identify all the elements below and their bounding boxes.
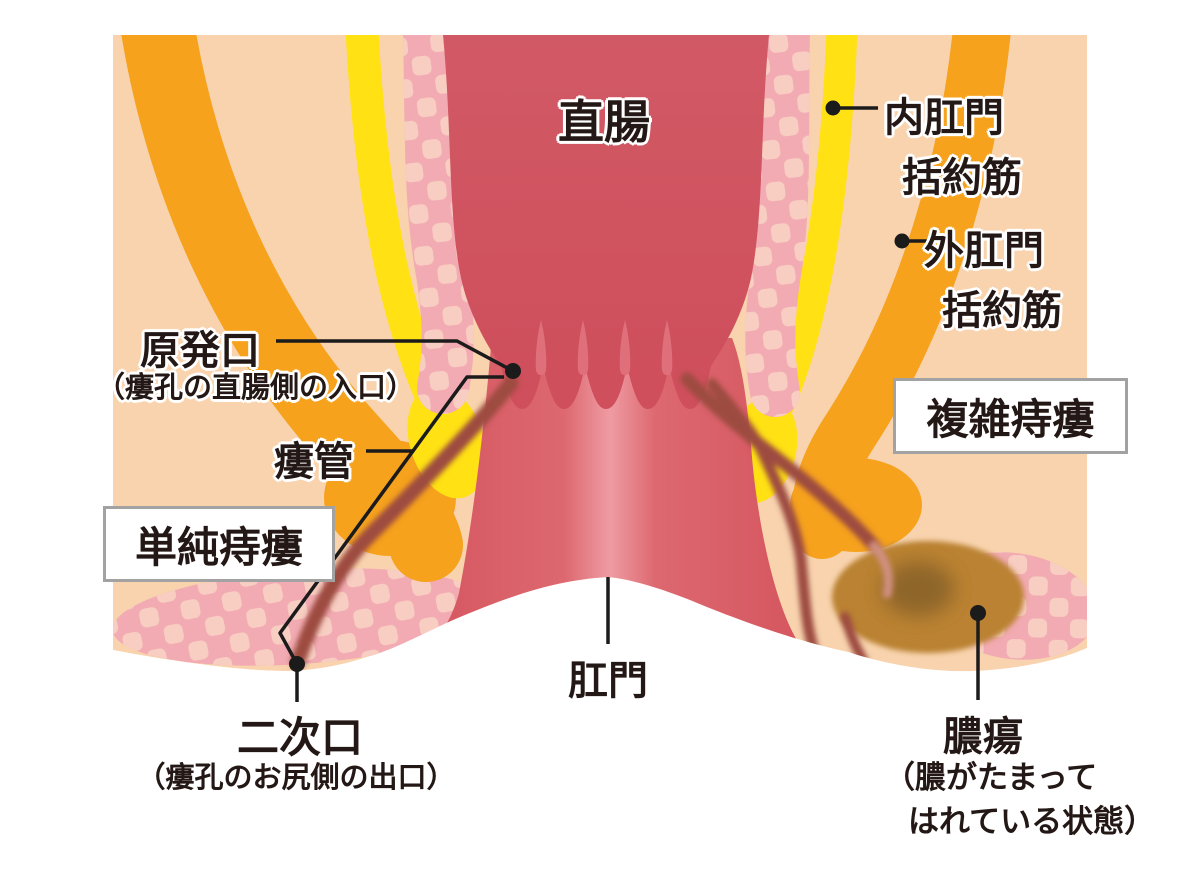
primary-opening-sublabel: （瘻孔の直腸側の入口） [96, 372, 416, 404]
anal-papillae [535, 320, 673, 376]
abscess-sublabel-line2: はれている状態） [908, 804, 1156, 839]
primary-opening-dot [505, 363, 521, 379]
complex-fistula-label: 複雑痔瘻 [926, 395, 1095, 443]
fistula-tracts [290, 372, 893, 669]
simple-fistula-box: 単純痔瘻 [103, 506, 335, 582]
external-sphincter-dot [894, 233, 910, 249]
primary-opening-label: 原発口 [140, 329, 260, 373]
simple-fistula-tract [290, 375, 519, 669]
complex-fistula-box: 複雑痔瘻 [893, 378, 1128, 454]
anus-label: 肛門 [568, 659, 648, 703]
tract-secondary-leader [278, 375, 504, 702]
primary-opening-leader [276, 339, 514, 373]
anal-canal-shape [420, 335, 800, 645]
simple-fistula-label: 単純痔瘻 [134, 523, 303, 571]
subcutaneous-tissue-left [113, 568, 488, 666]
rectum-shape [443, 35, 769, 409]
leader-dots [289, 100, 986, 672]
abscess-label: 膿瘍 [943, 715, 1023, 759]
secondary-opening-sublabel: （瘻孔のお尻側の出口） [136, 762, 456, 794]
secondary-opening-label: 二次口 [236, 714, 364, 761]
complex-fistula-tract-to-skin [706, 378, 819, 654]
external-sphincter-label-line2: 括約筋 [942, 289, 1062, 333]
external-sphincter-band-right [790, 35, 1011, 559]
leader-lines [276, 106, 980, 702]
internal-sphincter-dot [825, 100, 841, 116]
internal-sphincter-label-line1: 内肛門 [884, 96, 1004, 140]
anal-cushion-right [745, 35, 810, 417]
abscess-dot [970, 605, 986, 621]
abscess-shape [832, 541, 1024, 653]
secondary-opening-dot [289, 656, 305, 672]
tract-inside-abscess [869, 541, 893, 599]
external-sphincter-label-line1: 外肛門 [924, 229, 1044, 273]
fistula-tract-label: 瘻管 [274, 440, 354, 484]
anal-cushion-left [403, 35, 474, 414]
abscess-sublabel-line1: （膿がたまって [884, 760, 1098, 795]
rectum-label: 直腸 [558, 96, 650, 148]
internal-sphincter-label-line2: 括約筋 [902, 156, 1022, 200]
